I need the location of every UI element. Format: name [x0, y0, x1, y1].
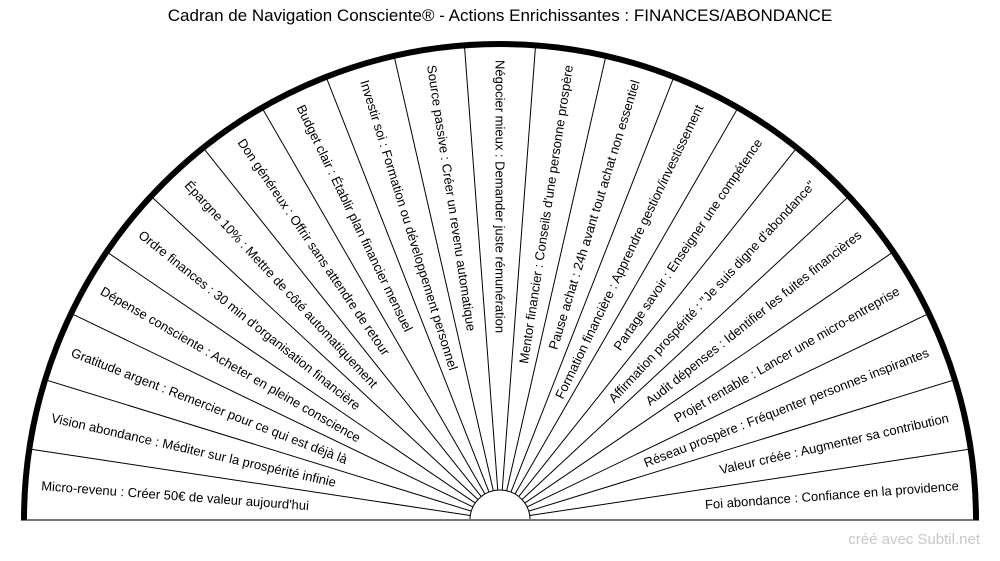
sector-divider: [518, 147, 798, 497]
sector-divider: [526, 313, 930, 508]
sector-divider: [393, 55, 494, 491]
sector-divider: [524, 251, 894, 504]
sector-divider: [528, 379, 956, 512]
credit-watermark: créé avec Subtil.net: [848, 531, 980, 548]
dial-background: [24, 44, 976, 520]
sector-divider: [529, 448, 971, 517]
sector-divider: [510, 76, 675, 493]
sector-divider: [325, 76, 490, 493]
sector-divider: [506, 55, 607, 491]
sector-divider: [150, 195, 479, 500]
sector-divider: [70, 313, 474, 508]
sector-divider: [521, 195, 850, 500]
dial-hub: [469, 489, 531, 521]
sector-divider: [261, 107, 486, 495]
sector-divider: [463, 45, 499, 491]
sector-label[interactable]: Négocier mieux : Demander juste rémunéra…: [493, 60, 508, 333]
sector-divider: [29, 448, 471, 517]
sector-divider: [514, 107, 739, 495]
sector-divider: [44, 379, 472, 512]
sector-divider: [501, 45, 537, 491]
sector-divider: [106, 251, 476, 504]
dial-title: Cadran de Navigation Consciente® - Actio…: [167, 6, 833, 25]
dial-outer-arc: [21, 41, 979, 521]
sector-divider: [202, 147, 482, 497]
